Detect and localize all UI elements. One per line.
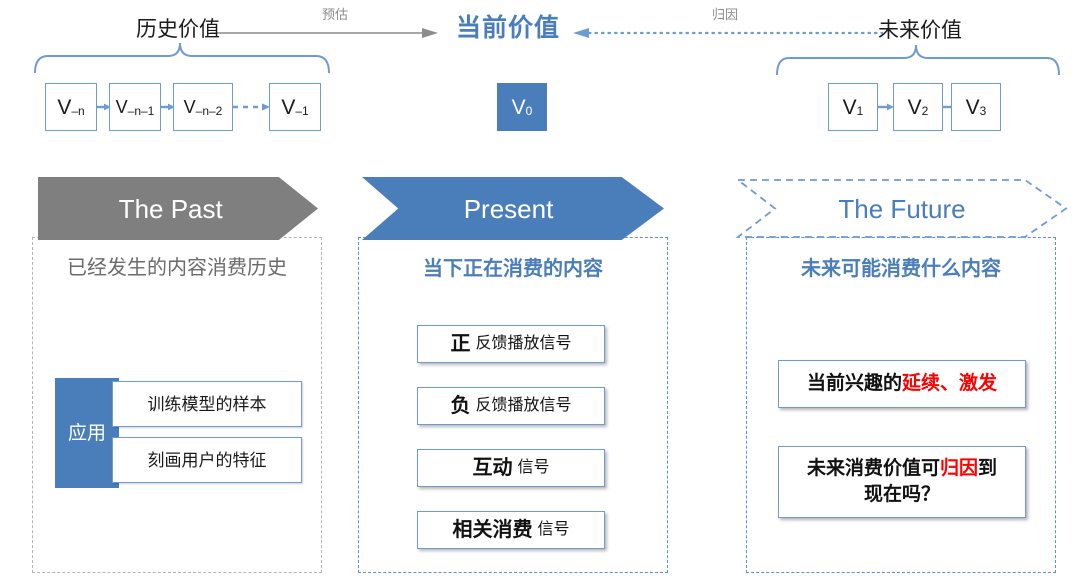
past-heading: 已经发生的内容消费历史 [67,257,287,279]
value-node-base: V [965,95,980,119]
value-node-base: V [183,97,196,117]
value-node-base: V [511,95,526,119]
future-brace [776,44,1060,76]
value-node-base: V [907,95,922,119]
attribution-connector [573,28,883,38]
value-node-base: V [281,95,296,119]
signal-rest: 信号 [517,459,550,476]
future-card-0: 当前兴趣的延续、激发 [778,360,1026,408]
future-card-1: 未来消费价值可归因到 现在吗？ [778,446,1026,518]
past-app-item-0: 训练模型的样本 [112,381,302,427]
past-banner: The Past [38,177,318,240]
future-banner: The Future [735,177,1069,240]
value-node-past-1: V–n [45,83,97,131]
present-signal-2: 互动 信号 [417,449,605,487]
value-node-sub: –1 [295,104,309,118]
value-node-sub: 2 [921,104,929,118]
future-card-pre: 当前兴趣的 [806,373,902,395]
value-node-sub: –n–1 [127,104,155,118]
estimate-connector [210,28,438,38]
signal-strong: 负 [450,395,471,417]
future-value-label: 未来价值 [878,19,962,42]
present-heading: 当下正在消费的内容 [423,258,603,280]
value-node-past-3: V–n–2 [173,83,233,131]
future-card-post: 到 [978,458,998,480]
signal-rest: 反馈播放信号 [475,335,572,352]
future-heading: 未来可能消费什么内容 [801,258,1001,280]
current-value-label: 当前价值 [456,14,561,42]
future-card-pre: 未来消费价值可 [806,458,940,480]
present-banner-label: Present [463,193,554,224]
attribution-label: 归因 [712,7,739,22]
present-banner: Present [362,177,664,240]
present-signal-0: 正 反馈播放信号 [417,325,605,363]
past-banner-label: The Past [118,193,223,224]
future-banner-label: The Future [838,193,966,224]
value-node-sub: 3 [979,104,987,118]
past-arrow-1 [97,103,111,111]
value-node-base: V [57,95,72,119]
future-card-line2: 现在吗？ [863,484,940,505]
value-node-base: V [115,97,128,117]
past-brace [34,42,330,74]
signal-strong: 相关消费 [452,519,533,541]
signal-strong: 互动 [472,457,513,479]
value-node-sub: 0 [525,104,533,118]
value-node-past-2: V–n–1 [109,83,161,131]
value-node-sub: –n [71,104,85,118]
signal-strong: 正 [450,333,471,355]
value-node-sub: 1 [856,104,864,118]
value-node-past-4: V–1 [269,83,321,131]
past-app-tag: 应用 [55,378,119,488]
signal-rest: 反馈播放信号 [475,397,572,414]
past-value-label: 历史价值 [136,18,220,41]
past-arrow-2 [161,103,175,111]
future-arrow-1 [878,103,894,111]
value-node-sub: –n–2 [195,104,223,118]
estimate-label: 预估 [322,7,349,22]
value-node-base: V [842,95,857,119]
past-app-item-1: 刻画用户的特征 [112,437,302,483]
future-card-highlight: 归因 [939,458,978,480]
present-signal-3: 相关消费 信号 [417,511,605,549]
signal-rest: 信号 [537,521,570,538]
past-dotted-arrow [233,103,270,111]
present-signal-1: 负 反馈播放信号 [417,387,605,425]
future-card-highlight: 延续、激发 [902,373,998,395]
